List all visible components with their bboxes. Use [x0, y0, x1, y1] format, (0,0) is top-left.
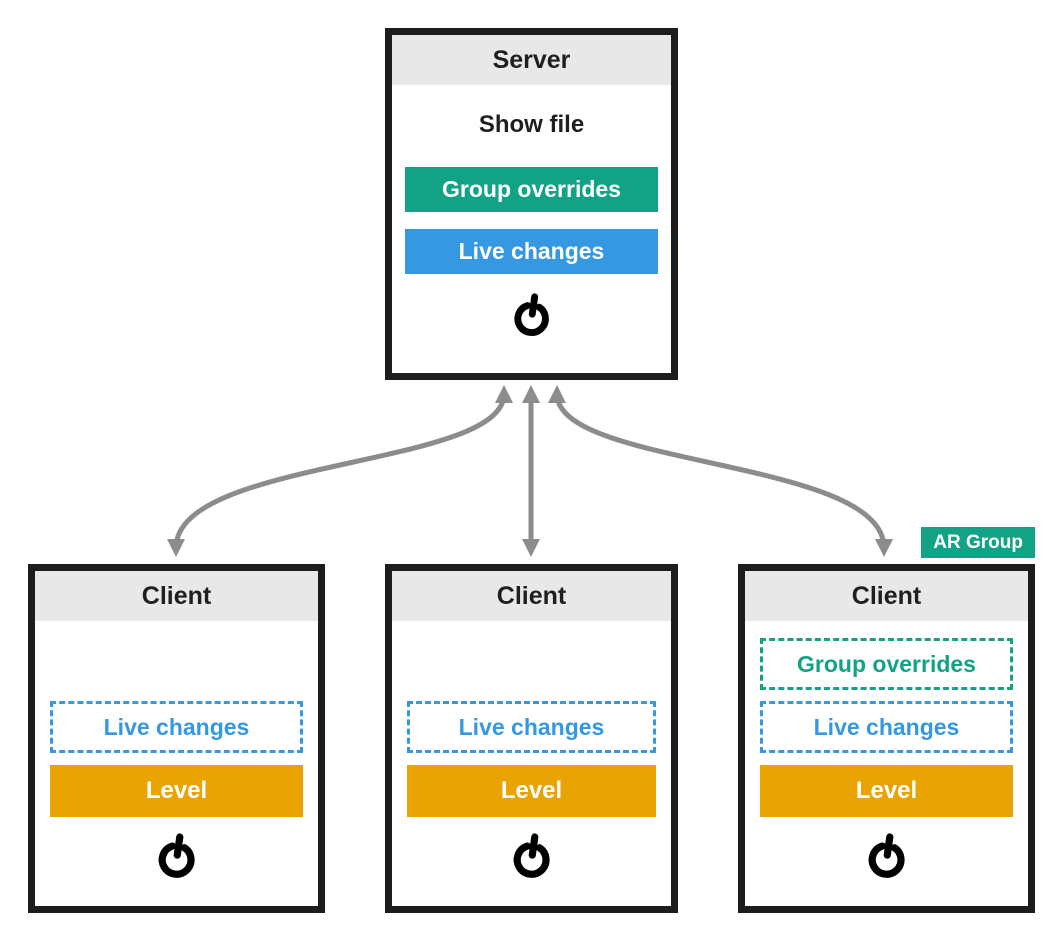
- client-node-3: Client Group overrides Live changes Leve…: [738, 564, 1035, 913]
- client-1-header: Client: [35, 571, 318, 621]
- client-1-body: Live changes Level: [35, 701, 318, 883]
- client-2-live-changes-slot: Live changes: [407, 701, 656, 753]
- arrow-server-client-1: [167, 385, 513, 557]
- power-icon: [392, 831, 671, 883]
- client-3-level-bar: Level: [760, 765, 1013, 817]
- client-2-header: Client: [392, 571, 671, 621]
- client-2-level-bar: Level: [407, 765, 656, 817]
- client-1-level-bar: Level: [50, 765, 303, 817]
- server-node: Server Show file Group overrides Live ch…: [385, 28, 678, 380]
- client-node-1: Client Live changes Level: [28, 564, 325, 913]
- server-title: Server: [492, 45, 571, 74]
- power-icon: [745, 831, 1028, 883]
- server-live-changes-pill: Live changes: [405, 229, 658, 274]
- client-1-title: Client: [141, 581, 212, 610]
- connection-arrows: [167, 385, 893, 557]
- show-file-label: Show file: [478, 111, 585, 138]
- client-3-group-overrides-slot: Group overrides: [760, 638, 1013, 690]
- client-3-header: Client: [745, 571, 1028, 621]
- server-group-overrides-pill: Group overrides: [405, 167, 658, 212]
- client-1-live-changes-slot: Live changes: [50, 701, 303, 753]
- client-2-title: Client: [496, 581, 567, 610]
- client-3-live-changes-slot: Live changes: [760, 701, 1013, 753]
- client-2-body: Live changes Level: [392, 701, 671, 883]
- client-node-2: Client Live changes Level: [385, 564, 678, 913]
- client-3-body: Group overrides Live changes Level: [745, 638, 1028, 883]
- ar-group-badge: AR Group: [921, 527, 1035, 558]
- power-icon: [35, 831, 318, 883]
- client-3-title: Client: [851, 581, 922, 610]
- power-icon: [392, 291, 671, 341]
- server-body: Show file Group overrides Live changes: [392, 109, 671, 341]
- arrow-server-client-3: [548, 385, 893, 557]
- server-header: Server: [392, 35, 671, 85]
